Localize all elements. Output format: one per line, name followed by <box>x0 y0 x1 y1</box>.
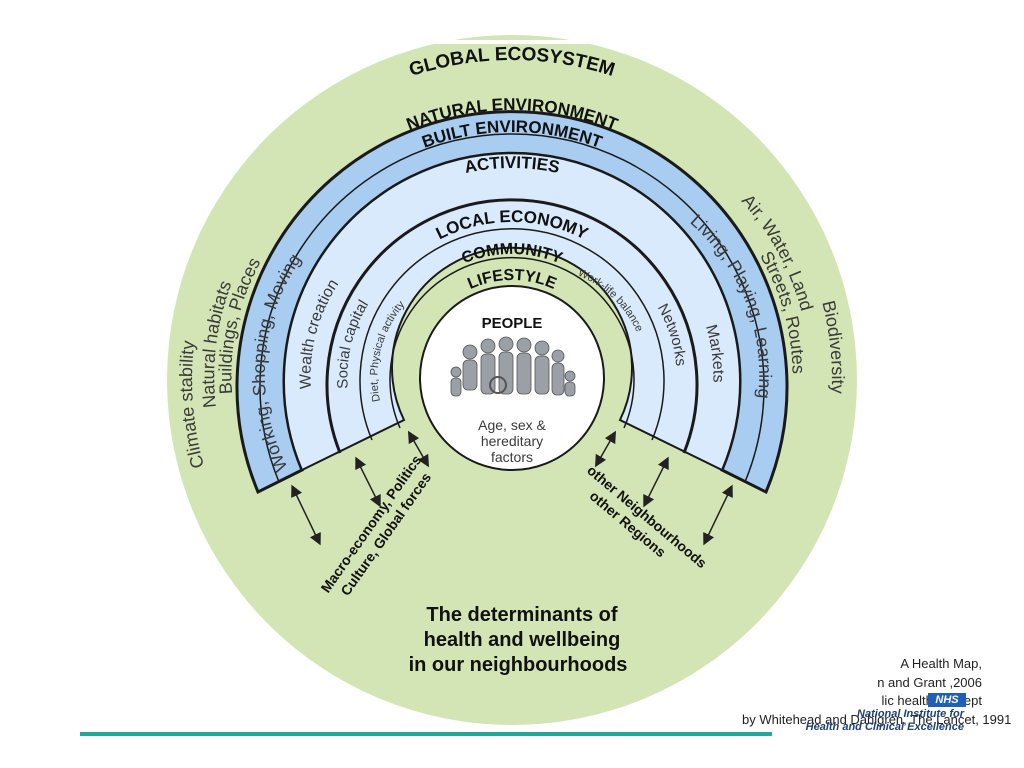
diagram-title-line-3: in our neighbourhoods <box>409 654 628 676</box>
nice-logo-text: National Institute for Health and Clinic… <box>806 708 964 734</box>
caption-line-2: n and Grant ,2006 <box>742 674 982 693</box>
diagram-title-line-2: health and wellbeing <box>424 629 621 651</box>
nice-logo-line-1: National Institute for <box>806 708 964 721</box>
nice-logo-line-2: Health and Clinical Excellence <box>806 721 964 734</box>
diagram-title-line-1: The determinants of <box>426 604 617 626</box>
footer-rule <box>80 732 772 736</box>
centre-line-2: hereditary <box>481 433 543 449</box>
caption-line-1: A Health Map, <box>742 655 982 674</box>
nhs-logo: NHS <box>928 693 966 707</box>
centre-line-3: factors <box>491 449 533 465</box>
centre-line-1: Age, sex & <box>478 417 546 433</box>
people-title: PEOPLE <box>482 315 543 332</box>
